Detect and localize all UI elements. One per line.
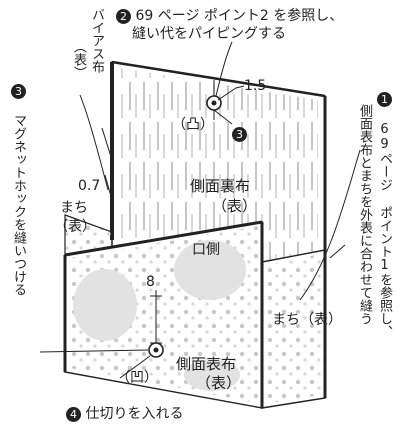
label-mouth: 口側 [192, 242, 220, 258]
label-marker3-small: 3 [232, 126, 247, 142]
label-outer: 側面表布 [176, 355, 237, 373]
note-step2-line1: 2 69 ページ ポイント2 を参照し、 [116, 8, 343, 24]
note-step4: 4 仕切りを入れる [66, 406, 183, 422]
step3-text: マグネットホックを縫いつける [11, 114, 26, 296]
label-convex: （凸） [172, 117, 214, 133]
label-lining-sub: （表） [212, 197, 258, 215]
measure-snap-height: 8 [146, 274, 155, 290]
label-lining: 側面裏布 [190, 177, 251, 195]
step1-text-1: 69ページ ポイント1を参照し、 [377, 122, 392, 338]
label-outer-sub: （表） [196, 374, 242, 392]
label-gusset-left-sub: （表） [54, 219, 96, 235]
note-step1-line2: 側面表布とまちを外表に合わせて縫う [357, 104, 372, 325]
step2-text-1: 69 ページ ポイント2 を参照し、 [135, 8, 344, 24]
leader-lines [39, 41, 361, 379]
snap-concave [148, 342, 164, 358]
step1-marker: 1 [377, 92, 392, 107]
label-bias: バイアス布 [89, 8, 104, 73]
label-concave: （凹） [116, 370, 158, 386]
snap-convex [206, 95, 222, 111]
step2-marker: 2 [116, 9, 131, 24]
step3-marker: 3 [11, 84, 26, 99]
step4-marker: 4 [66, 407, 81, 422]
measure-seam-left: 0.7 [78, 178, 101, 194]
outer-panel [63, 220, 264, 409]
step4-text: 仕切りを入れる [85, 406, 184, 422]
note-step2-line2: 縫い代をパイピングする [132, 26, 286, 42]
note-step1-line1: 1 69ページ ポイント1を参照し、 [376, 92, 392, 338]
label-gusset-right: まち（表） [272, 312, 342, 328]
measure-seam-top: 1.5 [244, 78, 267, 94]
label-bias-sub: （表） [71, 40, 86, 79]
gusset-right [260, 249, 327, 409]
label-gusset-left: まち [60, 200, 88, 216]
note-step3: 3 マグネットホックを縫いつける [10, 84, 26, 296]
